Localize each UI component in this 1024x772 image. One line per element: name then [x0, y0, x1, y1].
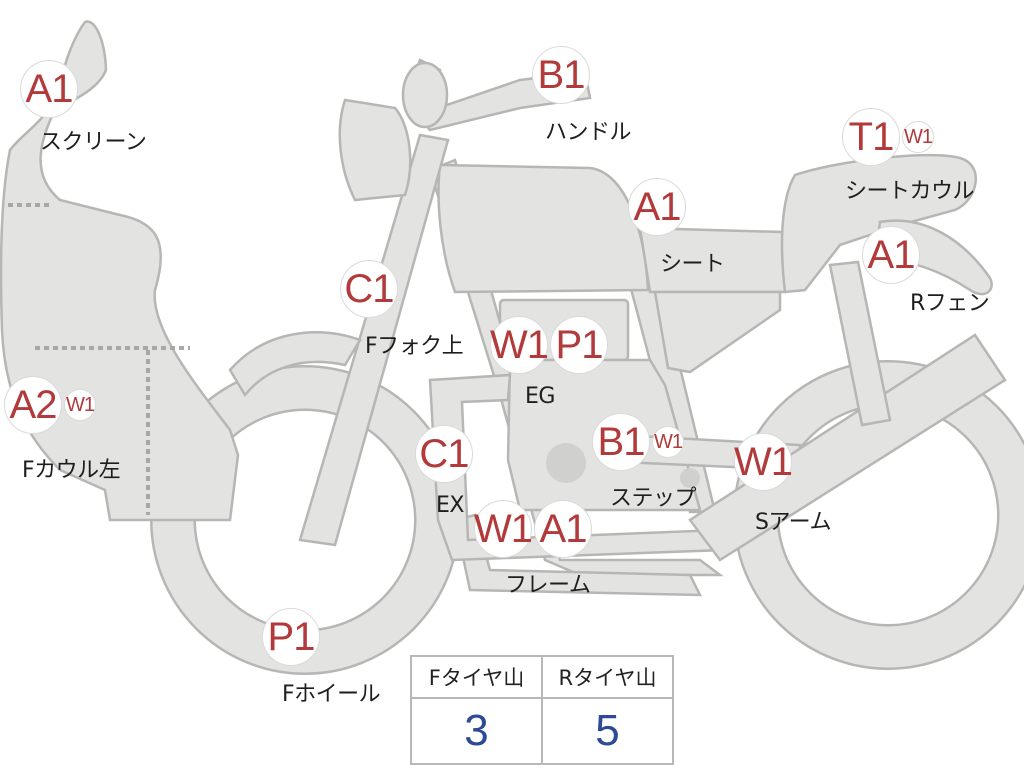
badge-f-cowl-left-A2[interactable]: A2 — [4, 376, 62, 434]
badge-swingarm-W1[interactable]: W1 — [734, 433, 793, 491]
badge-exhaust-C1[interactable]: C1 — [415, 425, 473, 483]
label-f-wheel: Fホイール — [282, 682, 381, 707]
badge-frame-A1[interactable]: A1 — [534, 500, 592, 558]
label-seat-cowl: シートカウル — [845, 179, 975, 204]
badge-frame-W1[interactable]: W1 — [474, 500, 533, 558]
hotspot-f-cowl-left[interactable]: A2 W1 — [4, 376, 96, 434]
front-tread-value[interactable]: 3 — [410, 697, 543, 765]
badge-seat-A1[interactable]: A1 — [628, 178, 686, 236]
badge-seat-cowl-T1[interactable]: T1 — [842, 108, 900, 166]
hotspot-f-wheel[interactable]: P1 — [262, 608, 320, 666]
label-engine: EG — [525, 384, 555, 409]
label-handle: ハンドル — [545, 120, 632, 145]
label-screen: スクリーン — [40, 130, 147, 155]
badge-handle-B1[interactable]: B1 — [532, 46, 590, 104]
hotspot-handle[interactable]: B1 — [532, 46, 590, 104]
rear-tread-value[interactable]: 5 — [541, 697, 674, 765]
front-fender-shape — [228, 331, 362, 398]
hotspot-seat[interactable]: A1 — [628, 178, 686, 236]
tire-tread-table: Fタイヤ山 Rタイヤ山 3 5 — [410, 655, 674, 765]
label-swingarm: Sアーム — [755, 510, 832, 535]
label-seat: シート — [660, 252, 725, 277]
front-tread-header: Fタイヤ山 — [410, 655, 543, 699]
badge-step-B1[interactable]: B1 — [592, 413, 650, 471]
badge-f-cowl-left-W1[interactable]: W1 — [64, 389, 96, 421]
hotspot-step[interactable]: B1 W1 — [592, 413, 684, 471]
badge-rear-fender-A1[interactable]: A1 — [862, 226, 920, 284]
badge-f-wheel-P1[interactable]: P1 — [262, 608, 320, 666]
seat-base-shape — [653, 290, 782, 374]
tank-shape — [437, 163, 650, 294]
label-frame: フレーム — [505, 573, 591, 598]
hotspot-frame[interactable]: W1 A1 — [474, 500, 592, 558]
badge-fork-upper-C1[interactable]: C1 — [340, 260, 398, 318]
badge-engine-P1[interactable]: P1 — [550, 316, 608, 374]
badge-engine-W1[interactable]: W1 — [490, 316, 549, 374]
exhaust-shape — [428, 373, 726, 562]
label-f-cowl-left: Fカウル左 — [22, 458, 121, 483]
label-exhaust: EX — [436, 493, 464, 518]
label-rear-fender: Rフェン — [910, 291, 990, 316]
hotspot-rear-fender[interactable]: A1 — [862, 226, 920, 284]
hotspot-exhaust[interactable]: C1 — [415, 425, 473, 483]
hotspot-fork-upper[interactable]: C1 — [340, 260, 398, 318]
label-fork-upper: Fフォク上 — [365, 334, 464, 359]
hotspot-swingarm[interactable]: W1 — [734, 433, 793, 491]
hotspot-engine[interactable]: W1 P1 — [490, 316, 608, 374]
engine-cover-shape — [546, 443, 586, 483]
hotspot-screen[interactable]: A1 — [20, 60, 78, 118]
front-fork-shape — [298, 133, 450, 547]
rear-strut-shape — [828, 260, 892, 427]
mirror-shape — [401, 61, 449, 129]
engine-bolt-shape — [680, 468, 700, 488]
badge-step-W1[interactable]: W1 — [652, 426, 684, 458]
badge-screen-A1[interactable]: A1 — [20, 60, 78, 118]
rear-tread-header: Rタイヤ山 — [541, 655, 674, 699]
headlight-shape — [338, 98, 412, 202]
label-step: ステップ — [610, 486, 697, 511]
badge-seat-cowl-W1[interactable]: W1 — [902, 121, 934, 153]
hotspot-seat-cowl[interactable]: T1 W1 — [842, 108, 934, 166]
